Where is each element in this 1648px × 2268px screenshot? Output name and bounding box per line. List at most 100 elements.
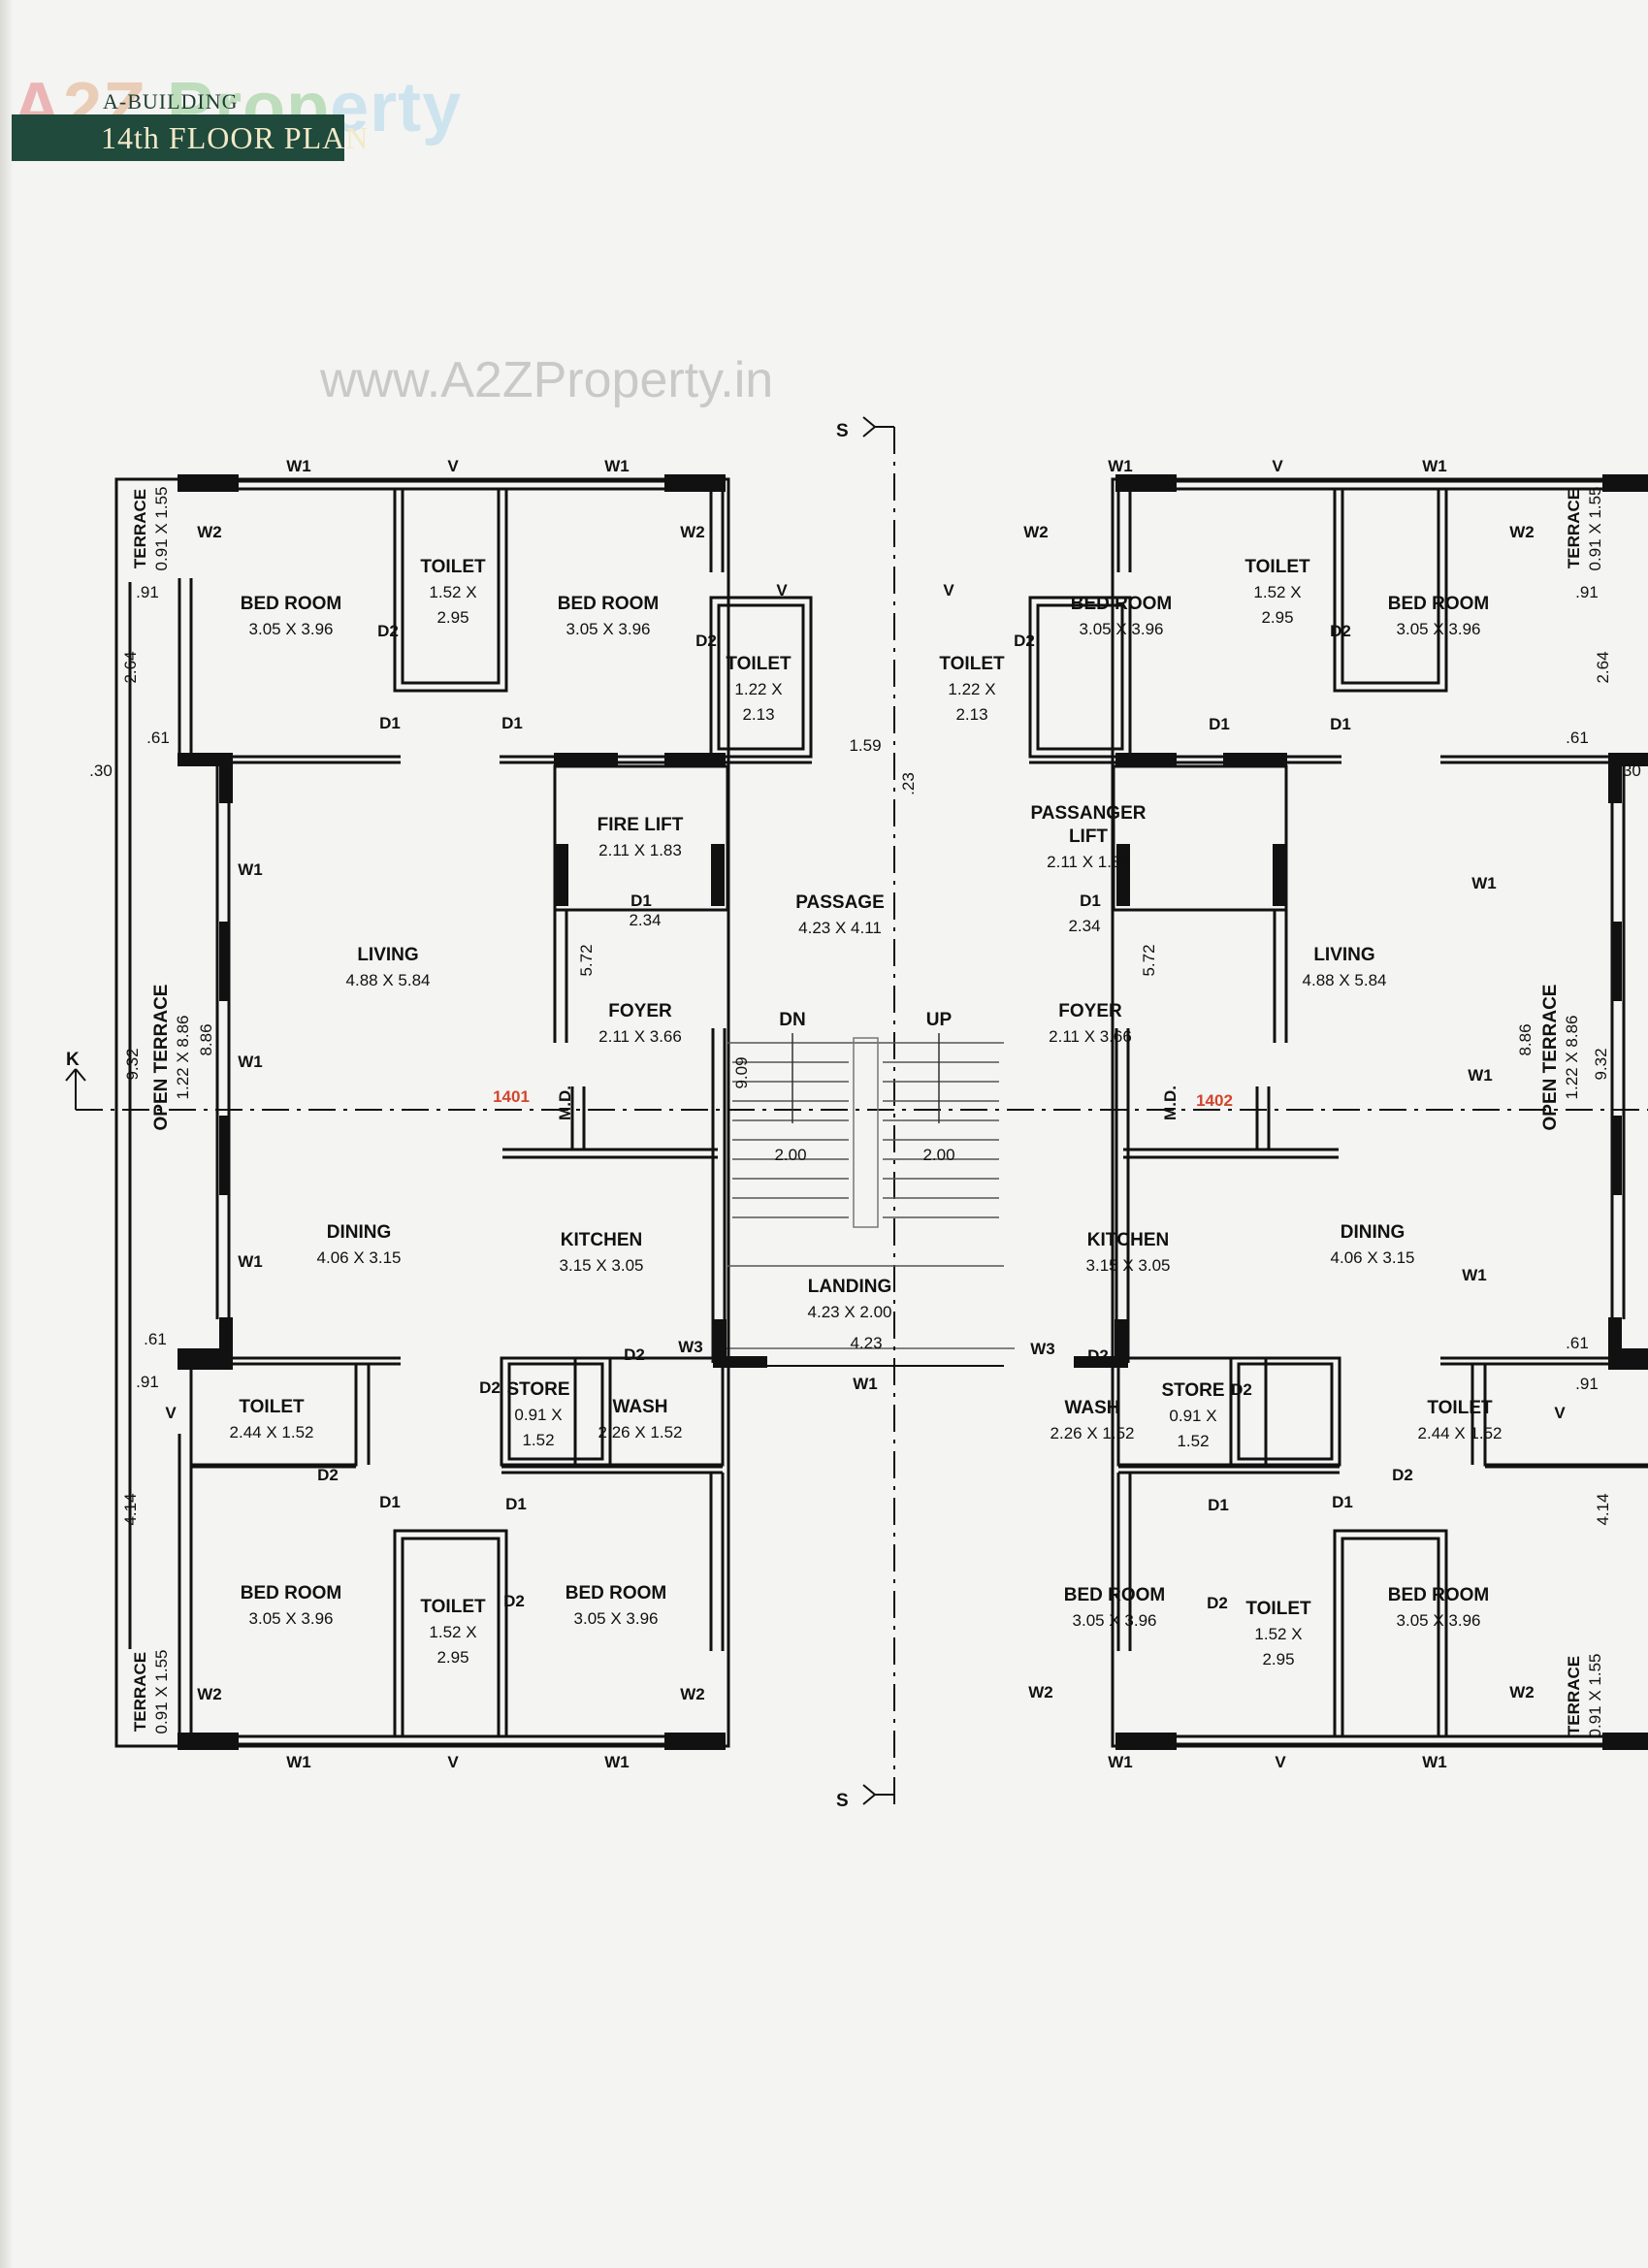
staircase bbox=[716, 1033, 1015, 1367]
dim-label: 4.23 bbox=[850, 1334, 882, 1352]
dim-label: .61 bbox=[1566, 1334, 1589, 1352]
bedroom-2-size: 3.05 X 3.96 bbox=[566, 620, 651, 638]
passage-label: PASSAGE bbox=[795, 892, 885, 913]
dim-label: 2.34 bbox=[1068, 917, 1100, 935]
door-tag: D1 bbox=[1330, 715, 1351, 733]
left-flat-columns bbox=[178, 474, 767, 1750]
section-tag-top: S bbox=[836, 421, 849, 441]
window-tag: W1 bbox=[1108, 1753, 1133, 1771]
stair-up-label: UP bbox=[926, 1010, 953, 1030]
toilet-6-label: TOILET bbox=[939, 654, 1005, 674]
store-size-a: 0.91 X bbox=[1169, 1407, 1216, 1425]
window-tag: W1 bbox=[1108, 457, 1133, 475]
window-tag: W2 bbox=[197, 523, 222, 541]
window-tag: W3 bbox=[1030, 1340, 1055, 1358]
flat-number-1401: 1401 bbox=[493, 1087, 530, 1106]
toilet-4-size-b: 2.95 bbox=[436, 1648, 469, 1667]
window-tag: W1 bbox=[1462, 1266, 1487, 1284]
wash-label: WASH bbox=[613, 1397, 668, 1417]
bedroom-6-label: BED ROOM bbox=[1388, 594, 1490, 614]
section-tag-k: K bbox=[66, 1050, 80, 1070]
bedroom-3-label: BED ROOM bbox=[241, 1583, 342, 1604]
toilet-7-label: TOILET bbox=[1427, 1398, 1493, 1418]
wash-size: 2.26 X 1.52 bbox=[598, 1423, 683, 1442]
door-tag: D1 bbox=[501, 714, 523, 732]
dim-label: 2.64 bbox=[1594, 651, 1612, 683]
section-line-k bbox=[65, 1068, 1648, 1111]
store-size-b: 1.52 bbox=[1177, 1432, 1209, 1450]
passenger-lift-label-a: PASSANGER bbox=[1031, 803, 1147, 824]
dim-label: 2.34 bbox=[629, 911, 661, 929]
toilet-2-size-b: 2.13 bbox=[742, 705, 774, 724]
door-tag: D1 bbox=[379, 1493, 401, 1511]
title-block bbox=[12, 114, 344, 161]
dim-label: .61 bbox=[144, 1330, 167, 1348]
dim-label: 5.72 bbox=[1140, 944, 1158, 976]
living-label: LIVING bbox=[357, 945, 418, 965]
door-tag: D2 bbox=[1087, 1346, 1109, 1365]
vent-tag: V bbox=[1272, 457, 1283, 475]
terrace-label: TERRACE bbox=[1565, 1656, 1583, 1735]
foyer-size: 2.11 X 3.66 bbox=[1049, 1027, 1132, 1046]
window-tag: W1 bbox=[1468, 1066, 1493, 1085]
bedroom-7-label: BED ROOM bbox=[1064, 1585, 1166, 1605]
dim-label: .61 bbox=[146, 729, 170, 747]
window-tag: W1 bbox=[1422, 1753, 1447, 1771]
dining-label: DINING bbox=[327, 1222, 392, 1243]
dim-label: 9.32 bbox=[123, 1048, 142, 1080]
store-label: STORE bbox=[506, 1379, 569, 1400]
dim-label: .91 bbox=[136, 1373, 159, 1391]
bedroom-1-label: BED ROOM bbox=[241, 594, 342, 614]
open-terrace-label: OPEN TERRACE bbox=[151, 985, 172, 1131]
open-terrace-size: 1.22 X 8.86 bbox=[1563, 1016, 1581, 1100]
website-watermark: www.A2ZProperty.in bbox=[320, 352, 774, 408]
terrace-label: TERRACE bbox=[131, 489, 149, 568]
bedroom-7-size: 3.05 X 3.96 bbox=[1073, 1611, 1157, 1630]
terrace-size: 0.91 X 1.55 bbox=[1586, 487, 1604, 571]
toilet-5-size-a: 1.52 X bbox=[1253, 583, 1301, 601]
dim-label: .91 bbox=[1575, 1375, 1599, 1393]
open-terrace-label: OPEN TERRACE bbox=[1540, 985, 1561, 1131]
vent-tag: V bbox=[776, 581, 788, 599]
wash-size: 2.26 X 1.52 bbox=[1050, 1424, 1135, 1442]
toilet-8-size-a: 1.52 X bbox=[1254, 1625, 1302, 1643]
toilet-1-size-a: 1.52 X bbox=[429, 583, 476, 601]
foyer-label: FOYER bbox=[608, 1001, 672, 1021]
building-name: A-BUILDING bbox=[103, 89, 239, 113]
store-label: STORE bbox=[1161, 1380, 1224, 1401]
passenger-lift-size: 2.11 X 1.83 bbox=[1047, 853, 1130, 871]
left-flat-labels: BED ROOM 3.05 X 3.96 TOILET 1.52 X 2.95 … bbox=[89, 457, 954, 1771]
dim-label: 8.86 bbox=[197, 1023, 215, 1055]
passage-size: 4.23 X 4.11 bbox=[798, 919, 882, 937]
store-size-a: 0.91 X bbox=[514, 1406, 562, 1424]
terrace-label: TERRACE bbox=[1565, 489, 1583, 568]
dim-label: .30 bbox=[1618, 761, 1641, 780]
toilet-3-label: TOILET bbox=[239, 1397, 305, 1417]
living-label: LIVING bbox=[1313, 945, 1374, 965]
kitchen-size: 3.15 X 3.05 bbox=[560, 1256, 644, 1275]
dim-label: 2.00 bbox=[774, 1146, 806, 1164]
vent-tag: V bbox=[447, 1753, 459, 1771]
toilet-5-label: TOILET bbox=[1244, 557, 1310, 577]
toilet-4-size-a: 1.52 X bbox=[429, 1623, 476, 1641]
window-tag: W2 bbox=[197, 1685, 222, 1703]
dim-label: 9.32 bbox=[1592, 1048, 1610, 1080]
foyer-size: 2.11 X 3.66 bbox=[598, 1027, 682, 1046]
door-tag: D2 bbox=[317, 1466, 339, 1484]
kitchen-label: KITCHEN bbox=[1087, 1230, 1169, 1250]
bedroom-3-size: 3.05 X 3.96 bbox=[249, 1609, 334, 1628]
main-door-label: M.D. bbox=[556, 1085, 574, 1120]
vent-tag: V bbox=[1275, 1753, 1286, 1771]
door-tag: D1 bbox=[1332, 1493, 1353, 1511]
window-tag: W2 bbox=[1028, 1683, 1053, 1701]
door-tag: D2 bbox=[377, 622, 399, 640]
vent-tag: V bbox=[1554, 1404, 1566, 1422]
toilet-1-size-b: 2.95 bbox=[436, 608, 469, 627]
dim-label: 8.86 bbox=[1516, 1023, 1535, 1055]
flat-number-1402: 1402 bbox=[1196, 1091, 1233, 1110]
window-tag: W2 bbox=[1509, 523, 1535, 541]
bedroom-8-label: BED ROOM bbox=[1388, 1585, 1490, 1605]
foyer-label: FOYER bbox=[1058, 1001, 1122, 1021]
open-terrace-size: 1.22 X 8.86 bbox=[174, 1016, 192, 1100]
door-tag: D2 bbox=[1392, 1466, 1413, 1484]
